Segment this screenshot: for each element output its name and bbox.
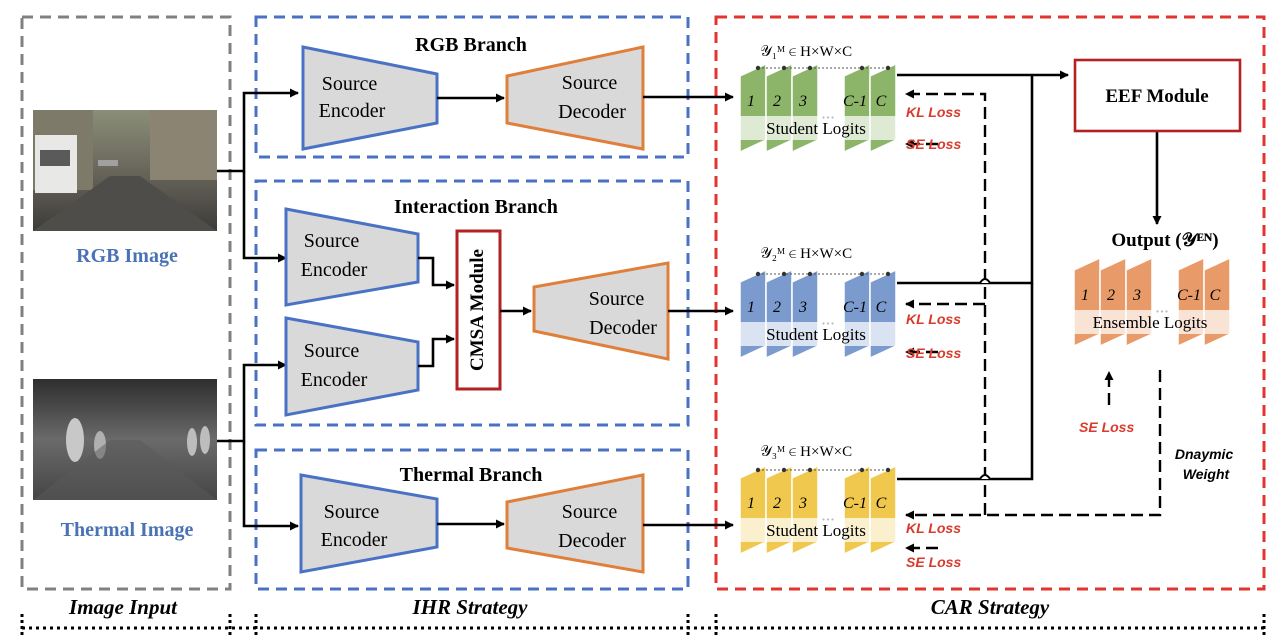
se-loss-3: SE Loss: [906, 554, 961, 570]
rgb-input-image: [33, 110, 217, 231]
rgb-logits-channel-5-label: C-1: [843, 93, 867, 110]
image-input-frame: [20, 15, 232, 591]
ensemble-logits-channel-3-label: 3: [1132, 287, 1141, 304]
interaction-logits-caption-bg: [738, 322, 896, 346]
rgb-branch-title: RGB Branch: [415, 34, 527, 56]
student-symbol-1: 𝒴₁ᴹ ∈ H×W×C: [760, 44, 852, 60]
thermal-logits-dot-5: [885, 467, 891, 473]
rgb-logits-caption: Student Logits: [766, 119, 866, 138]
eef-module-label: EEF Module: [1105, 86, 1208, 107]
thermal-logits-dot-3: [807, 467, 813, 473]
rgb-logits-dot-1: [755, 65, 761, 71]
se-loss-2: SE Loss: [906, 345, 961, 361]
eef-module: [1073, 58, 1242, 133]
section-ihr-strategy: IHR Strategy: [412, 595, 529, 619]
interaction-decoder: [532, 261, 670, 361]
rgb-logits-dot-5: [885, 65, 891, 71]
thermal-decoder: [505, 473, 645, 574]
ensemble-logits-caption: Ensemble Logits: [1093, 313, 1208, 332]
rgb-image-caption: RGB Image: [76, 245, 178, 267]
thermal-logits-dot-1: [755, 467, 761, 473]
interaction-logits-channel-3-label: 3: [798, 299, 807, 316]
student-symbol-3: 𝒴₃ᴹ ∈ H×W×C: [760, 444, 852, 460]
section-car-strategy: CAR Strategy: [931, 595, 1050, 619]
thermal-input-image: [33, 379, 217, 500]
interaction-branch-frame: [254, 179, 690, 427]
interaction-logits-dot-3: [807, 271, 813, 277]
rgb-logits-caption-bg: [738, 116, 896, 140]
interaction-logits-dot-5: [885, 271, 891, 277]
rgb-decoder-label: Source Decoder: [558, 72, 626, 123]
rgb-logits-channel-1-label: 1: [747, 93, 755, 110]
thermal-logits-channel-1-label: 1: [747, 495, 755, 512]
ensemble-logits-channel-1-label: 1: [1081, 287, 1089, 304]
rgb-decoder: [505, 45, 645, 151]
rgb-logits-dot-3: [807, 65, 813, 71]
thermal-encoder: [299, 473, 439, 574]
interaction-logits-caption: Student Logits: [766, 325, 866, 344]
interaction-decoder-label: Source Decoder: [589, 288, 657, 339]
thermal-decoder-label: Source Decoder: [558, 501, 626, 552]
section-image-input: Image Input: [68, 595, 178, 619]
interaction-encoder-bottom: [284, 316, 420, 417]
ensemble-logits-channel-2-label: 2: [1107, 287, 1115, 304]
student-symbol-2: 𝒴₂ᴹ ∈ H×W×C: [760, 246, 852, 262]
output-label: Output (𝒴ᴱᴺ): [1111, 230, 1218, 251]
interaction-encoder-top: [284, 207, 420, 307]
interaction-logits-channel-2-label: 2: [773, 299, 781, 316]
rgb-encoder-label: Source Encoder: [319, 73, 386, 122]
thermal-logits-channel-3-label: 3: [798, 495, 807, 512]
kl-loss-3: KL Loss: [906, 520, 961, 536]
interaction-logits-channel-1-label: 1: [747, 299, 755, 316]
thermal-logits-dot-4: [859, 467, 865, 473]
thermal-logits-caption-bg: [738, 518, 896, 542]
interaction-encoder-bottom-label: Source Encoder: [301, 340, 368, 391]
thermal-encoder-label: Source Encoder: [321, 501, 388, 551]
interaction-encoder-top-label: Source Encoder: [301, 230, 368, 281]
thermal-logits-channel-6-label: C: [876, 495, 887, 512]
thermal-branch-title: Thermal Branch: [400, 464, 543, 486]
se-loss-ensemble: SE Loss: [1079, 419, 1134, 435]
rgb-logits-channel-2-label: 2: [773, 93, 781, 110]
interaction-logits-dot-1: [755, 271, 761, 277]
car-frame: [714, 15, 1266, 591]
rgb-encoder: [301, 45, 439, 151]
ensemble-logits-channel-6-label: C: [1210, 287, 1221, 304]
interaction-logits-dot-4: [859, 271, 865, 277]
rgb-logits-channel-6-label: C: [876, 93, 887, 110]
ensemble-logits-caption-bg: [1072, 310, 1230, 334]
thermal-branch-frame: [254, 448, 690, 591]
cmsa-module-label: CMSA Module: [467, 249, 488, 371]
interaction-logits-channel-6-label: C: [876, 299, 887, 316]
rgb-logits-dot-4: [859, 65, 865, 71]
dynamic-weight-label: Dnaymic Weight: [1175, 446, 1237, 482]
thermal-logits-dot-2: [781, 467, 787, 473]
kl-loss-2: KL Loss: [906, 311, 961, 327]
se-loss-1: SE Loss: [906, 136, 961, 152]
interaction-logits-channel-5-label: C-1: [843, 299, 867, 316]
rgb-logits-dot-2: [781, 65, 787, 71]
thermal-logits-caption: Student Logits: [766, 521, 866, 540]
rgb-branch-frame: [254, 15, 690, 159]
thermal-logits-channel-2-label: 2: [773, 495, 781, 512]
thermal-logits-channel-5-label: C-1: [843, 495, 867, 512]
rgb-logits-channel-3-label: 3: [798, 93, 807, 110]
ensemble-logits-channel-5-label: C-1: [1177, 287, 1201, 304]
interaction-branch-title: Interaction Branch: [394, 196, 558, 218]
interaction-logits-dot-2: [781, 271, 787, 277]
kl-loss-1: KL Loss: [906, 104, 961, 120]
thermal-image-caption: Thermal Image: [61, 519, 194, 541]
